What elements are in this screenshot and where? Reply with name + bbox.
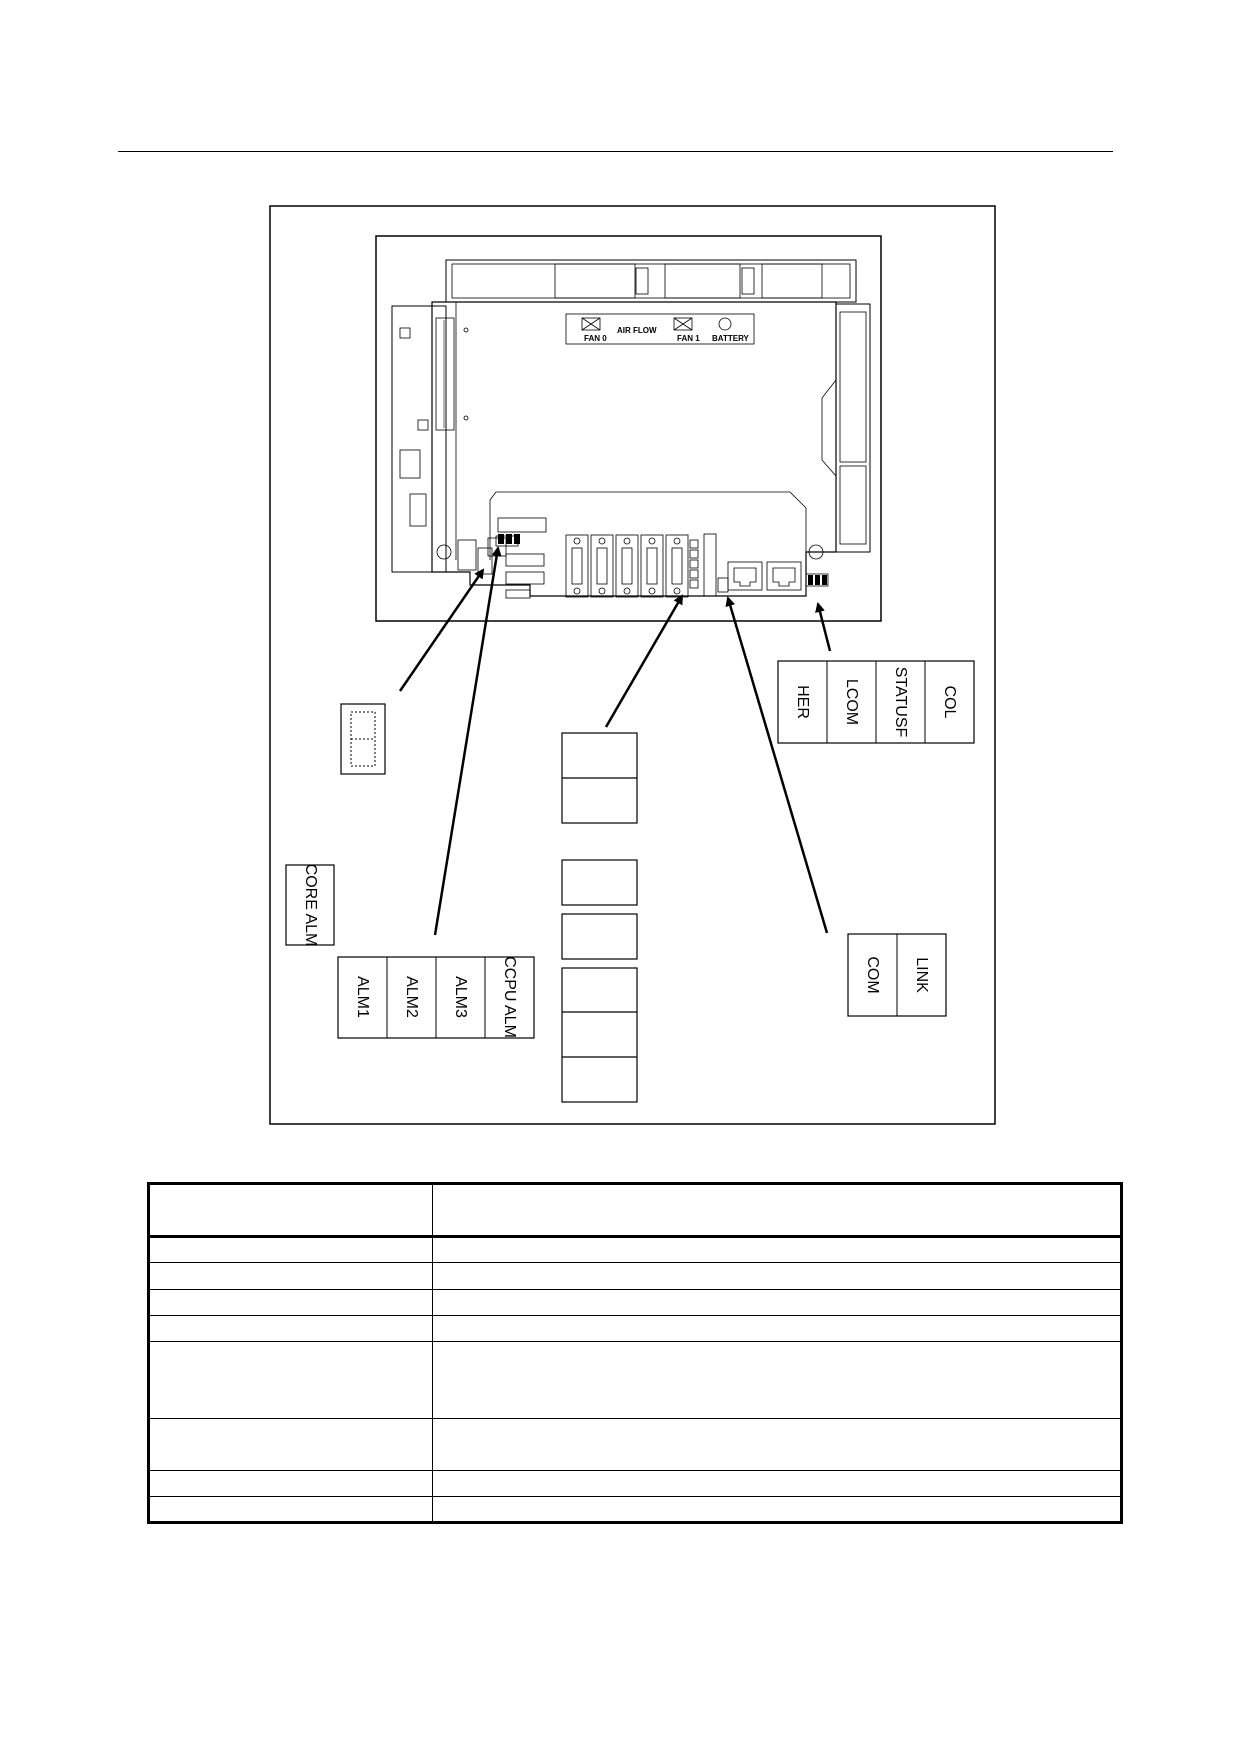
led-label-col: COL: [941, 686, 958, 719]
table-cell: [432, 1288, 1122, 1316]
status-led-group: HER LCOM STATUSF COL: [777, 660, 975, 744]
table-cell: [432, 1236, 1122, 1264]
table-cell: [148, 1262, 433, 1290]
table-row: [148, 1469, 1122, 1497]
table-cell: [432, 1182, 1122, 1239]
led-label-alm2: ALM2: [403, 976, 420, 1018]
table-cell: [432, 1469, 1122, 1497]
table-row: [148, 1236, 1122, 1264]
table-row: [148, 1262, 1122, 1290]
table-cell: [148, 1418, 433, 1471]
led-label-alm3: ALM3: [452, 976, 469, 1018]
link-led-group: COM LINK: [847, 933, 947, 1017]
table-cell: [432, 1262, 1122, 1290]
battery-label: BATTERY: [712, 334, 750, 343]
core-alarm-led: CORE ALM: [285, 864, 335, 947]
table-cell: [148, 1288, 433, 1316]
table-row: [148, 1314, 1122, 1342]
fan1-label: FAN 1: [677, 334, 700, 343]
led-label-core-alm: CORE ALM: [302, 864, 319, 947]
fan0-label: FAN 0: [584, 334, 607, 343]
blank-led-column: [561, 732, 638, 1103]
table-cell: [148, 1314, 433, 1342]
table-cell: [148, 1340, 433, 1420]
table-header-row: [148, 1182, 1122, 1239]
table-cell: [432, 1340, 1122, 1420]
alarm-led-group: ALM1 ALM2 ALM3 CCPU ALM: [337, 956, 535, 1039]
led-label-ccpu-alm: CCPU ALM: [501, 956, 518, 1038]
table-cell: [432, 1418, 1122, 1471]
table-cell: [148, 1236, 433, 1264]
table-cell: [148, 1182, 433, 1239]
led-label-her: HER: [794, 685, 811, 719]
table-cell: [432, 1495, 1122, 1524]
table-cell: [148, 1469, 433, 1497]
table-cell: [432, 1314, 1122, 1342]
led-label-com: COM: [864, 956, 881, 993]
table-row: [148, 1418, 1122, 1471]
page-header-rule: [118, 151, 1113, 152]
table-row: [148, 1288, 1122, 1316]
led-label-alm1: ALM1: [354, 976, 371, 1018]
legend-table: [147, 1182, 1123, 1524]
airflow-label: AIR FLOW: [617, 326, 657, 335]
table-row: [148, 1340, 1122, 1420]
led-label-statusf: STATUSF: [892, 667, 909, 738]
callout-arrows: [398, 546, 832, 936]
unit-drawing: FAN 0 AIR FLOW FAN 1 BATTERY: [375, 235, 882, 622]
led-label-lcom: LCOM: [843, 679, 860, 725]
table-cell: [148, 1495, 433, 1524]
table-row: [148, 1495, 1122, 1524]
seven-segment-display: [340, 703, 386, 775]
figure-frame: [269, 205, 996, 1125]
led-label-link: LINK: [913, 957, 930, 993]
unit-figure: FAN 0 AIR FLOW FAN 1 BATTERY: [269, 205, 996, 1125]
